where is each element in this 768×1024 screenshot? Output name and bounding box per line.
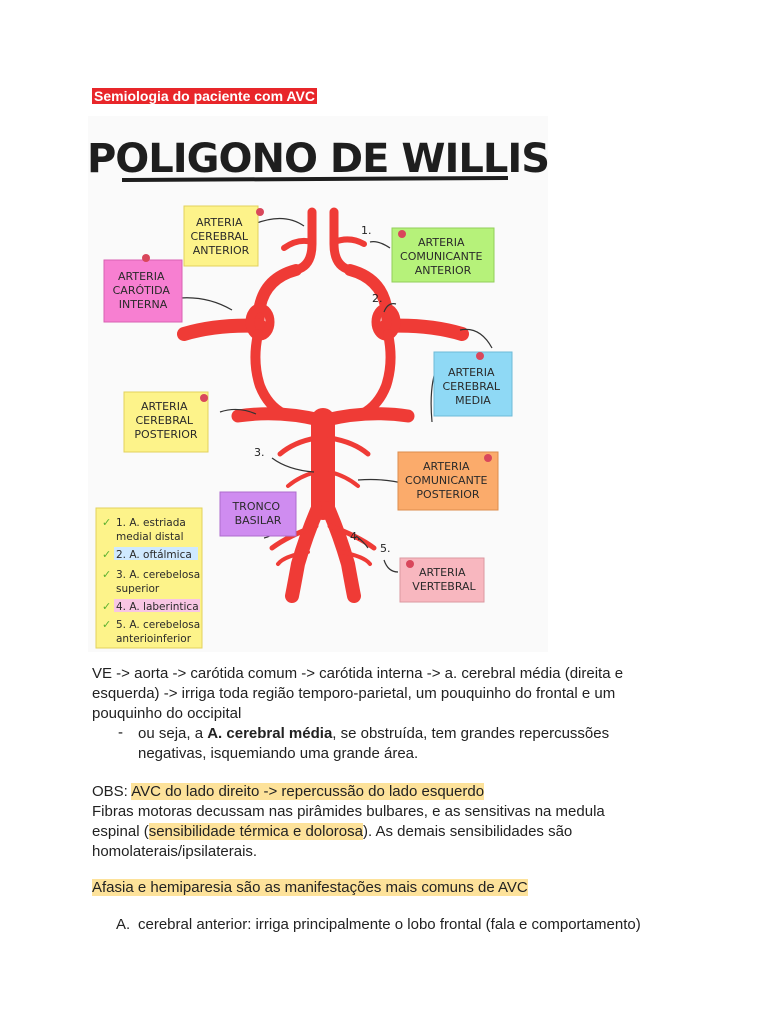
list-text: cerebral anterior: irriga principalmente… xyxy=(138,916,641,933)
svg-text:ARTERIA CEREBRAL: ARTERIA CEREBRAL POSTERIOR xyxy=(134,400,197,441)
paragraph-pathway: VE -> aorta -> carótida comum -> carótid… xyxy=(92,664,652,724)
check-icon: ✓ xyxy=(102,548,111,561)
svg-text:1. A. estriada medial: 1. A. estriada medial distal 2. A. oftál… xyxy=(116,517,204,645)
note-comunicante-posterior: ARTERIA COMUNICANTE POSTERIOR xyxy=(397,451,499,511)
list-item-a: A. cerebral anterior: irriga principalmen… xyxy=(116,916,641,933)
note-cerebral-posterior: ARTERIA CEREBRAL POSTERIOR xyxy=(123,391,209,453)
check-icon: ✓ xyxy=(102,568,111,581)
obs-label: OBS: xyxy=(92,783,132,800)
pin-icon xyxy=(476,352,484,360)
svg-text:ARTERIA COMUNICANTE: ARTERIA COMUNICANTE POSTERIOR xyxy=(405,460,491,501)
number-4: 4. xyxy=(350,530,361,543)
note-carotida-interna: ARTERIA CARÓTIDA INTERNA xyxy=(103,254,183,323)
number-3: 3. xyxy=(254,446,265,459)
pin-icon xyxy=(406,560,414,568)
paragraph-line: VE -> aorta -> carótida comum -> carótid… xyxy=(92,665,624,682)
note-tronco-basilar: TRONCO BASILAR xyxy=(219,491,297,537)
paragraph-line: homolaterais/ipsilaterais. xyxy=(92,843,258,860)
pin-icon xyxy=(484,454,492,462)
note-comunicante-anterior: ARTERIA COMUNICANTE ANTERIOR xyxy=(391,227,495,283)
obs-highlight: AVC do lado direito -> repercussão do la… xyxy=(131,783,485,800)
bullet-text: , se obstruída, tem grandes repercussões xyxy=(332,725,610,742)
pin-icon xyxy=(398,230,406,238)
paragraph-line: Fibras motoras decussam nas pirâmides bu… xyxy=(92,803,605,820)
list-marker: A. xyxy=(116,916,131,933)
artery-circle xyxy=(177,207,469,603)
paragraph-afasia: Afasia e hemiparesia são as manifestaçõe… xyxy=(92,878,652,898)
leader-arrows xyxy=(179,217,493,573)
paragraph-text: ). As demais sensibilidades são xyxy=(363,823,573,840)
highlight-sensibilidade: sensibilidade térmica e dolorosa xyxy=(148,823,363,840)
svg-text:ARTERIA CARÓTIDA: ARTERIA CARÓTIDA INTERNA xyxy=(113,270,174,311)
bullet-dash: - xyxy=(118,724,123,741)
heading-underline xyxy=(121,176,509,182)
svg-text:TRONCO BASILAR: TRONCO BASILAR xyxy=(231,500,283,527)
note-cerebral-anterior: ARTERIA CEREBRAL ANTERIOR xyxy=(183,205,264,267)
document-title: Semiologia do paciente com AVC xyxy=(92,88,317,104)
svg-text:ARTERIA CEREBRAL: ARTERIA CEREBRAL ANTERIOR xyxy=(190,216,251,257)
svg-text:ARTERIA CEREBRAL: ARTERIA CEREBRAL MEDIA xyxy=(442,366,503,407)
paragraph-line: pouquinho do occipital xyxy=(92,705,242,722)
pin-icon xyxy=(256,208,264,216)
check-icon: ✓ xyxy=(102,600,111,613)
bullet-bold: A. cerebral média xyxy=(207,725,333,742)
svg-text:ARTERIA COMUNICANTE: ARTERIA COMUNICANTE ANTERIOR xyxy=(400,236,486,277)
check-icon: ✓ xyxy=(102,516,111,529)
willis-diagram: POLIGONO DE WILLIS xyxy=(88,116,548,652)
number-1: 1. xyxy=(361,224,372,237)
pin-icon xyxy=(142,254,150,262)
note-cerebral-media: ARTERIA CEREBRAL MEDIA xyxy=(433,351,513,417)
paragraph-text: espinal ( xyxy=(92,823,149,840)
check-icon: ✓ xyxy=(102,618,111,631)
number-2: 2. xyxy=(372,292,383,305)
bullet-line: negativas, isquemiando uma grande área. xyxy=(138,745,419,762)
afasia-highlight: Afasia e hemiparesia são as manifestaçõe… xyxy=(92,879,528,896)
pin-icon xyxy=(200,394,208,402)
svg-text:ARTERIA VERTEBRAL: ARTERIA VERTEBRAL xyxy=(412,566,476,593)
paragraph-obs: OBS: AVC do lado direito -> repercussão … xyxy=(92,782,652,862)
bullet-item: ou seja, a A. cerebral média, se obstruí… xyxy=(138,724,658,764)
diagram-heading: POLIGONO DE WILLIS xyxy=(88,136,548,182)
paragraph-line: esquerda) -> irriga toda região temporo-… xyxy=(92,685,616,702)
bullet-text: ou seja, a xyxy=(138,725,208,742)
number-5: 5. xyxy=(380,542,391,555)
note-checklist: ✓ ✓ ✓ ✓ ✓ 1. A. estriada medial distal 2… xyxy=(95,507,204,649)
note-vertebral: ARTERIA VERTEBRAL xyxy=(399,557,485,603)
